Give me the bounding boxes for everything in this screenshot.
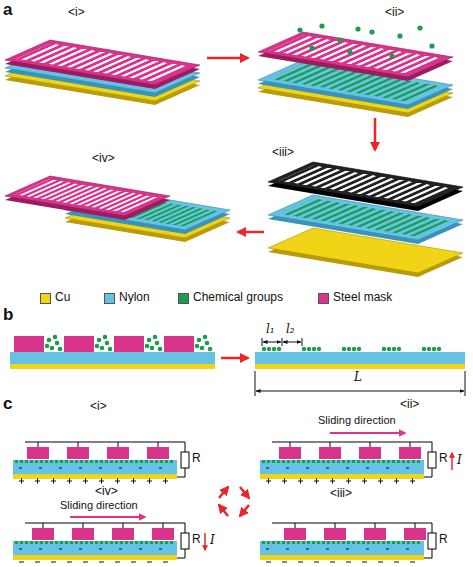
steel-mask <box>268 162 463 207</box>
panel-letter: c <box>3 394 12 414</box>
motion-label: Sliding direction <box>60 499 138 512</box>
stack-sliding <box>5 176 230 242</box>
dot-group <box>342 347 361 351</box>
current-label: I <box>457 454 462 468</box>
current-label: I <box>210 534 215 548</box>
step-number: <iii> <box>330 487 352 501</box>
cell-layers <box>13 523 189 560</box>
step-number: <iii> <box>272 146 294 160</box>
charges <box>266 562 415 563</box>
legend-text: Steel mask <box>333 291 392 305</box>
cu-layer <box>255 364 465 369</box>
step-number: <i> <box>90 400 107 414</box>
resistor-label: R <box>439 533 448 547</box>
electrodes <box>279 442 421 459</box>
teng-cell <box>260 442 436 484</box>
cycle-arrows <box>219 487 249 516</box>
legend-swatch <box>318 293 329 304</box>
dot-cluster <box>195 335 213 352</box>
steel-mask <box>5 40 200 85</box>
legend-text: Chemical groups <box>193 291 283 305</box>
dot-group <box>302 347 321 351</box>
resistor-label: R <box>192 452 201 466</box>
step-arrow <box>221 357 248 360</box>
steel-mask <box>258 32 453 77</box>
dimension-label: l₁ <box>266 323 275 337</box>
stack-exploded <box>268 162 463 277</box>
step-number: <iv> <box>95 485 118 499</box>
step-number: <iv> <box>92 152 115 166</box>
dot-cluster <box>145 335 163 352</box>
cross-section-masked <box>10 335 215 369</box>
resistor-label: R <box>439 452 448 466</box>
dot-group <box>262 347 281 351</box>
charges <box>19 479 168 484</box>
electrodes <box>284 523 426 540</box>
step-arrows <box>207 58 375 232</box>
current-arrows <box>205 453 452 550</box>
dot-cluster <box>95 335 113 352</box>
legend-swatch <box>178 293 189 304</box>
cell-layers <box>260 442 436 479</box>
dimension-label: l₂ <box>286 323 295 337</box>
teng-cell <box>13 523 189 562</box>
charges <box>266 479 415 484</box>
nylon-layer <box>10 352 215 364</box>
steel-mask <box>5 176 170 216</box>
resistor-label: R <box>192 533 201 547</box>
legend-text: Cu <box>55 291 70 305</box>
legend-swatch <box>104 293 115 304</box>
electrodes <box>27 442 169 459</box>
step-number: <ii> <box>385 6 404 20</box>
nylon-layer <box>255 352 465 364</box>
electrodes <box>32 523 174 540</box>
mask-block <box>64 336 94 352</box>
legend-text: Nylon <box>119 291 150 305</box>
chemical-group-dots <box>297 23 434 58</box>
mask-block <box>14 336 44 352</box>
teng-cell <box>13 442 189 484</box>
cu-layer <box>10 364 215 369</box>
motion-label: Sliding direction <box>318 414 396 427</box>
dimension-label: L <box>354 371 362 385</box>
charges <box>19 562 168 563</box>
dot-cluster <box>45 335 63 352</box>
cell-layers <box>13 442 189 479</box>
stack-assembled <box>5 40 200 105</box>
step-number: <ii> <box>400 398 419 412</box>
mask-block <box>114 336 144 352</box>
cross-section-patterned <box>255 347 465 369</box>
panel-letter: b <box>3 305 13 325</box>
dimension-lines <box>255 338 465 396</box>
teng-cell <box>260 523 436 562</box>
mask-block <box>164 336 194 352</box>
step-number: <i> <box>68 6 85 20</box>
panel-letter: a <box>3 0 12 20</box>
cell-layers <box>260 523 436 560</box>
dot-group <box>382 347 401 351</box>
legend-swatch <box>40 293 51 304</box>
stack-deposition <box>258 23 453 117</box>
dot-group <box>422 347 441 351</box>
